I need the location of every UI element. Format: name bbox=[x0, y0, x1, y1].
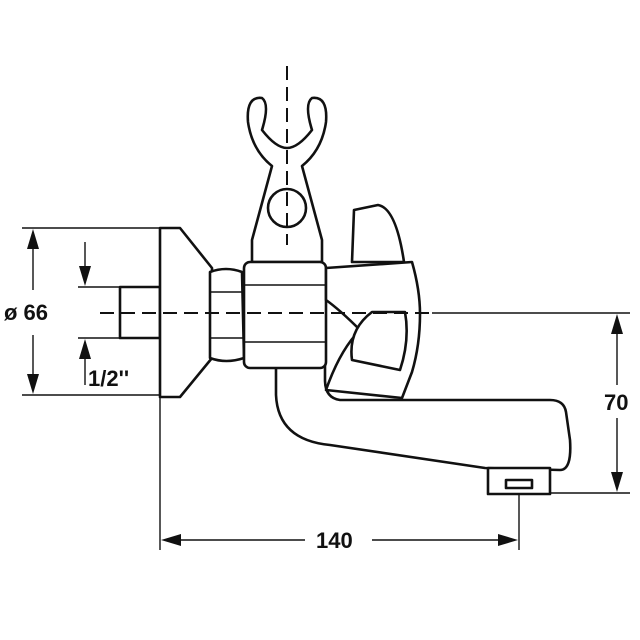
lever-handle bbox=[350, 203, 406, 264]
arrow-left-icon bbox=[161, 534, 181, 546]
thread-size-label: 1/2'' bbox=[88, 366, 129, 391]
spout-outlet-inner bbox=[504, 478, 534, 490]
arrow-up-icon bbox=[27, 229, 39, 249]
spout-height-label: 70 bbox=[604, 390, 628, 415]
hex-nut bbox=[208, 267, 246, 363]
arrow-up-icon bbox=[611, 314, 623, 334]
spout bbox=[274, 363, 572, 472]
arrow-up-icon bbox=[79, 339, 91, 359]
arrow-down-icon bbox=[79, 266, 91, 286]
projection-label: 140 bbox=[316, 528, 353, 553]
arrow-down-icon bbox=[27, 374, 39, 394]
flange-diameter-label: ø 66 bbox=[4, 300, 48, 325]
mixer-body bbox=[242, 260, 328, 370]
arrow-down-icon bbox=[611, 472, 623, 492]
arrow-right-icon bbox=[498, 534, 518, 546]
